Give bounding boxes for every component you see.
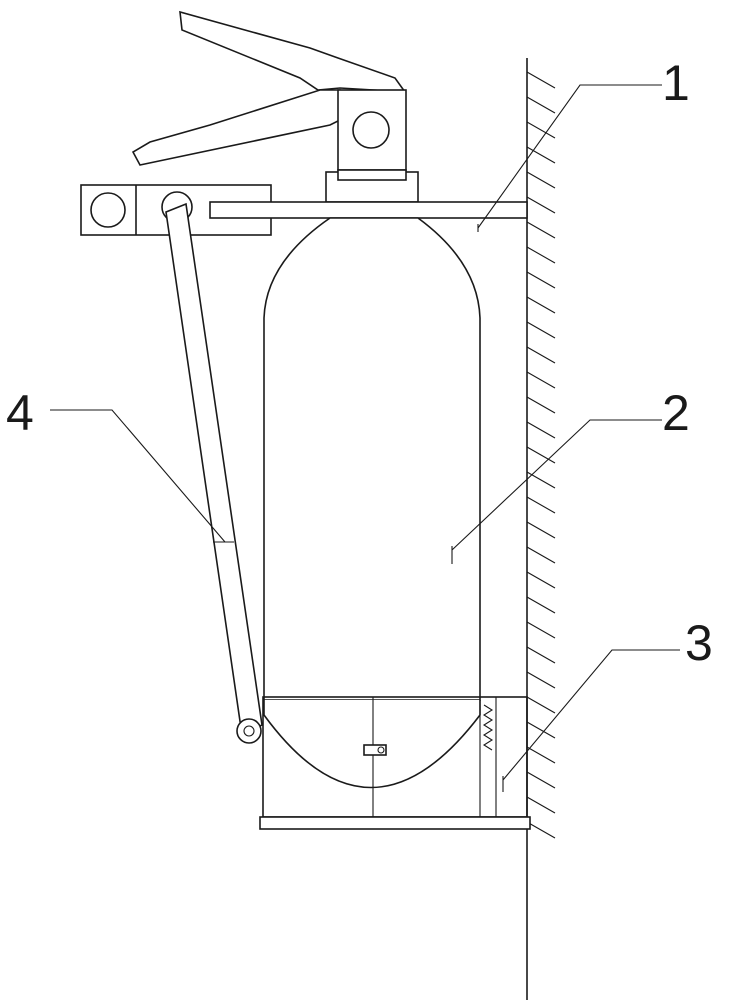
wall-hatch-mark [526, 621, 556, 639]
base-holder [259, 696, 531, 830]
valve-neck [337, 169, 407, 181]
wall-hatch-mark [526, 196, 556, 214]
wall-hatch-mark [526, 746, 556, 764]
rod-bottom-pivot-icon [236, 718, 262, 744]
wall-hatch-mark [526, 346, 556, 364]
holder-spring-icon [482, 704, 494, 751]
leader-line-1 [477, 84, 662, 229]
wall-hatch-mark [526, 771, 556, 789]
extinguisher-cylinder [263, 217, 481, 789]
wall-hatch-mark [526, 171, 556, 189]
wall-hatch-mark [526, 696, 556, 714]
upper-lever [179, 10, 407, 93]
wall-hatch-mark [526, 496, 556, 514]
wall-hatch-mark [526, 321, 556, 339]
callout-label-3: 3 [685, 615, 713, 671]
wall-hatch-mark [526, 471, 556, 489]
extinguisher-valve-head [131, 10, 419, 203]
leader-line-4 [50, 409, 226, 543]
rod-pivot-pin-icon [243, 725, 255, 737]
wall-hatch-mark [526, 521, 556, 539]
wall-hatch-mark [526, 146, 556, 164]
wall-hatch-mark [526, 296, 556, 314]
wall-hatching [526, 71, 556, 839]
cylinder-bottom [263, 700, 481, 789]
link-rod-bar [165, 202, 263, 737]
wall-hatch-mark [526, 271, 556, 289]
cylinder-body [263, 217, 481, 701]
leader-line-3 [502, 649, 680, 781]
wall-hatch-mark [526, 371, 556, 389]
wall-hatch-mark [526, 796, 556, 814]
lower-lever [131, 89, 341, 166]
wall-hatch-mark [526, 396, 556, 414]
wall-hatch-mark [526, 821, 556, 839]
wall-hatch-mark [526, 246, 556, 264]
wall-hatch-mark [526, 446, 556, 464]
wall-hatch-mark [526, 646, 556, 664]
leader-lines [50, 84, 680, 792]
leader-line-2 [451, 419, 662, 551]
wall-hatch-mark [526, 571, 556, 589]
mounting-bracket-arm [80, 184, 528, 236]
wall-hatch-mark [526, 721, 556, 739]
wall-hatch-mark [526, 546, 556, 564]
callout-labels: 1 2 3 4 [6, 55, 713, 671]
wall [526, 58, 556, 1000]
callout-label-2: 2 [662, 385, 690, 441]
wall-hatch-mark [526, 71, 556, 89]
callout-label-4: 4 [6, 385, 34, 441]
wall-hatch-mark [526, 121, 556, 139]
valve-pin-icon [352, 111, 390, 149]
holder-base-plate [259, 816, 531, 830]
wall-hatch-mark [526, 671, 556, 689]
bracket-arm-bar [209, 201, 528, 219]
latch-pin-icon [377, 746, 385, 754]
wall-hatch-mark [526, 221, 556, 239]
holder-latch-icon [363, 744, 387, 756]
wall-hatch-mark [526, 96, 556, 114]
wall-hatch-mark [526, 596, 556, 614]
bracket-bolt-icon [90, 192, 126, 228]
wall-hatch-mark [526, 421, 556, 439]
callout-label-1: 1 [662, 55, 690, 111]
support-link-rod [165, 202, 263, 744]
